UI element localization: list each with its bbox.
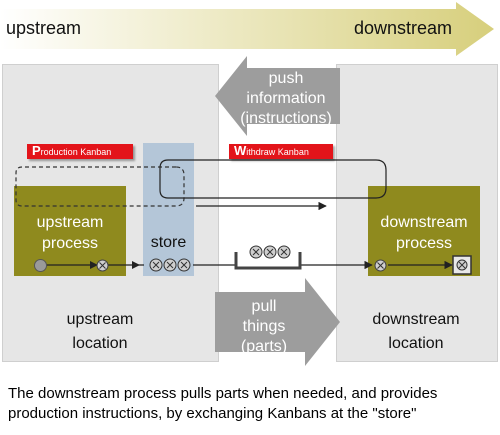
- upstream-source-circle: [34, 259, 47, 272]
- store-parts-icon: [149, 258, 191, 272]
- withdraw-kanban-card: Withdraw Kanban: [229, 144, 333, 159]
- store-label: store: [150, 234, 187, 251]
- upstream-process-label: upstream process: [36, 214, 104, 252]
- customer-box-icon: [452, 255, 472, 275]
- upstream-downstream-banner-arrow: [0, 2, 494, 56]
- downstream-process-label: downstream process: [380, 214, 468, 252]
- production-kanban-card: Production Kanban: [27, 144, 133, 159]
- upstream-part-icon: [96, 259, 109, 272]
- downstream-part-icon: [374, 259, 387, 272]
- banner-downstream-label: downstream: [354, 18, 453, 38]
- diagram-caption: The downstream process pulls parts when …: [8, 385, 438, 422]
- pull-arrow-text: pull things (parts): [240, 298, 288, 355]
- upstream-process-box: [14, 186, 126, 276]
- upstream-location-label: upstream location: [66, 311, 134, 352]
- downstream-location-label: downstream location: [372, 311, 460, 352]
- store-column: [143, 143, 194, 276]
- push-arrow-text: push information (instructions): [240, 70, 332, 127]
- push-information-arrow: [215, 56, 340, 136]
- transport-bin-icon: [234, 245, 302, 270]
- banner-upstream-label: upstream: [6, 18, 82, 38]
- pull-things-arrow: [215, 278, 340, 366]
